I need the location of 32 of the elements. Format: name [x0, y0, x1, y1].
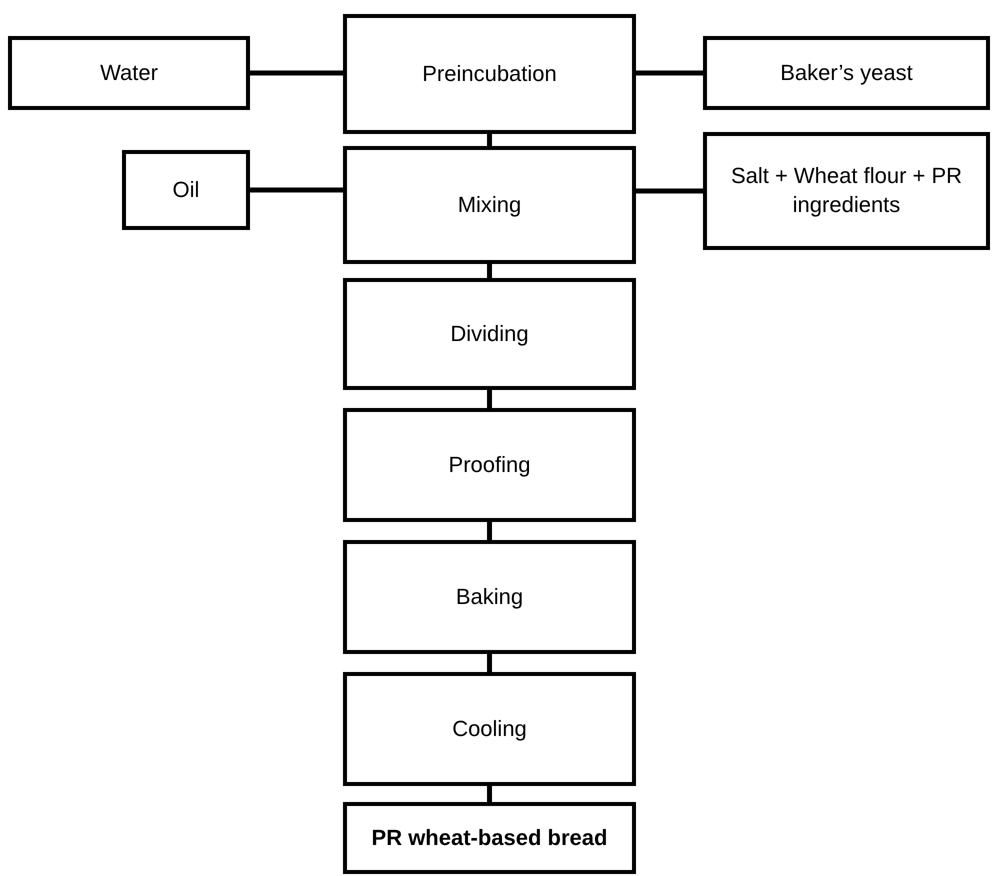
step-label: Water — [100, 58, 158, 87]
process-box — [343, 14, 636, 134]
process-box — [343, 802, 636, 874]
connector-line — [487, 654, 492, 672]
step-label: Baking — [456, 582, 524, 611]
connector-line — [487, 134, 492, 146]
step-label: Preincubation — [422, 60, 557, 88]
step-label: Proofing — [448, 450, 530, 479]
step-label: PR wheat-based bread — [372, 824, 608, 852]
connector-line — [487, 786, 492, 802]
step-label: Salt + Wheat flour + PR ingredients — [730, 162, 964, 219]
process-box — [343, 540, 636, 654]
connector-line — [636, 188, 703, 194]
process-box — [122, 150, 250, 230]
process-box — [703, 36, 990, 110]
process-box — [343, 408, 636, 522]
connector-line — [250, 188, 343, 192]
step-label: Dividing — [450, 320, 529, 348]
process-box — [343, 278, 636, 390]
connector-line — [487, 390, 492, 408]
step-label: Baker’s yeast — [780, 58, 913, 87]
process-box — [343, 672, 636, 786]
process-box — [8, 36, 250, 110]
connector-line — [250, 70, 343, 76]
connector-line — [487, 522, 492, 540]
step-label: Oil — [172, 176, 200, 204]
step-label: Mixing — [458, 190, 522, 219]
connector-line — [487, 264, 492, 278]
step-label: Cooling — [452, 714, 527, 743]
connector-line — [636, 70, 703, 76]
process-box — [343, 146, 636, 264]
process-box — [703, 132, 990, 250]
